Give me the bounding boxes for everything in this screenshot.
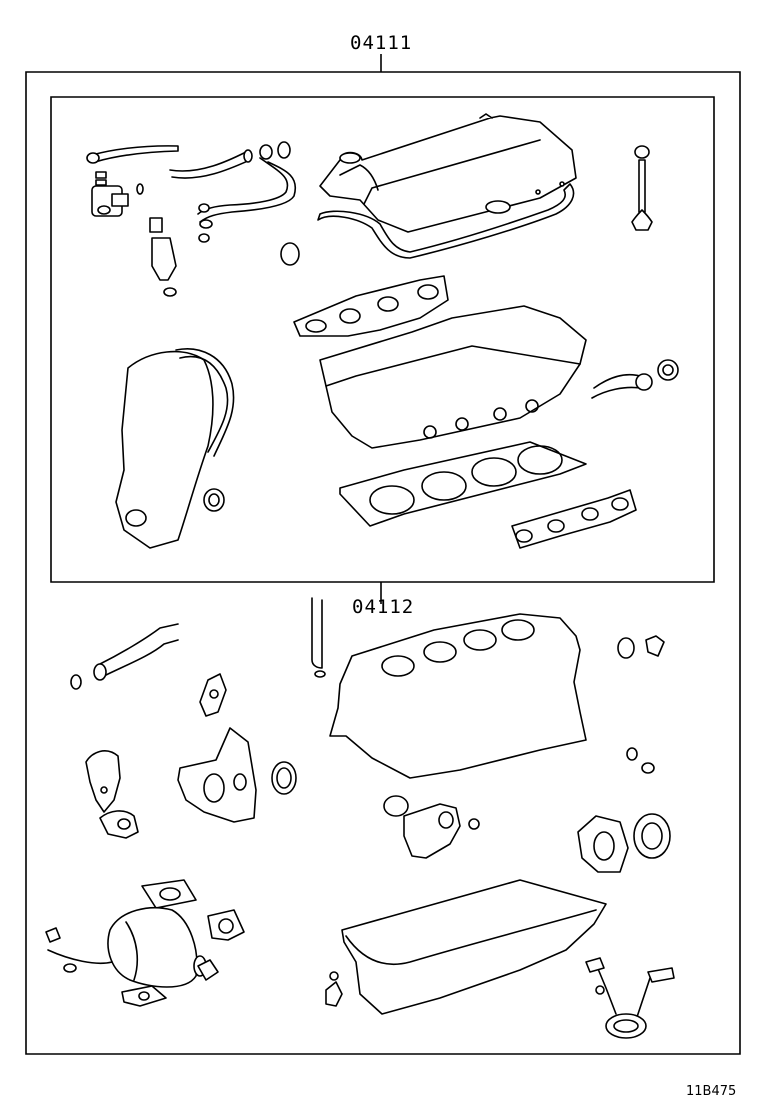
intake-manifold-gasket-icon (294, 276, 448, 336)
cylinder-head-cover-icon (318, 114, 576, 258)
dipstick-guide-icon (312, 598, 325, 677)
kit-label-04111[interactable]: 04111 (350, 32, 413, 54)
water-outlet-pipe-icon (592, 360, 678, 398)
drain-plug-icon (326, 972, 342, 1006)
exhaust-manifold-gasket-icon (512, 490, 636, 548)
overhaul-kit-frame (26, 72, 740, 1054)
oil-filter-bracket-icon (384, 796, 479, 858)
engine-valve-icon (632, 146, 652, 230)
kit-label-04112[interactable]: 04112 (352, 596, 415, 618)
cylinder-head-gasket-icon (340, 442, 586, 526)
oil-pump-gasket-icon (178, 728, 256, 822)
oil-seal-small-icon (281, 243, 299, 265)
throttle-gasket-icon (208, 910, 244, 940)
egr-gasket-icon (122, 960, 218, 1006)
water-pump-icon (86, 751, 138, 838)
head-gasket-kit-frame (51, 97, 714, 582)
water-bypass-pipe-icon (71, 624, 178, 689)
small-plug-icon (627, 748, 654, 773)
timing-cover-gasket-icon (116, 349, 234, 548)
fuel-injector-icon (150, 218, 176, 296)
figure-code: 11B475 (686, 1084, 737, 1099)
rear-seal-retainer-icon (578, 814, 670, 872)
air-valve-icon (92, 172, 143, 216)
throttle-body-icon (46, 880, 206, 987)
oil-pan-icon (342, 880, 606, 1014)
cylinder-head-icon (320, 306, 586, 448)
oil-seal-right-icon (618, 636, 664, 658)
cylinder-block-icon (330, 614, 586, 778)
crankshaft-front-seal-icon (272, 762, 296, 794)
sensor-bracket-icon (200, 674, 226, 716)
bypass-hose-icon (87, 142, 295, 242)
oil-strainer-icon (586, 958, 674, 1038)
